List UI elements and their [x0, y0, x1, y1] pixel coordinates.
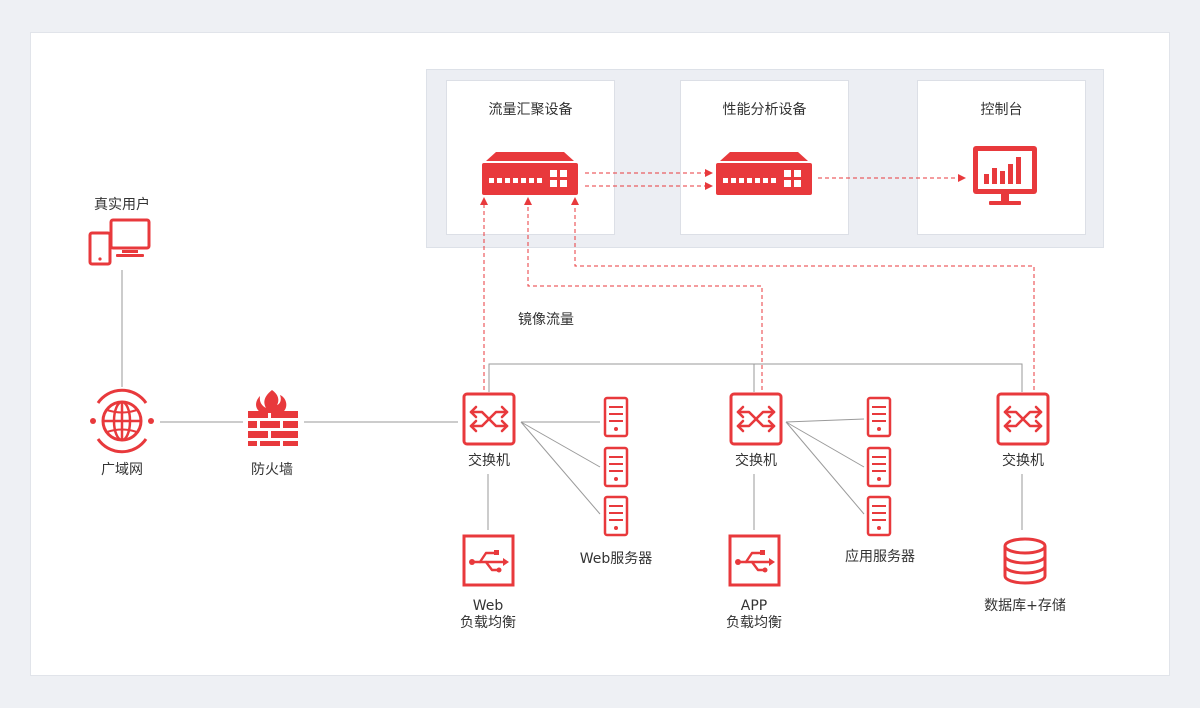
switch1-server3-link	[520, 421, 601, 515]
server-icon	[603, 396, 629, 438]
mirror-traffic-lines	[480, 169, 1035, 390]
console-monitor-icon	[973, 146, 1037, 205]
switch-trunk-link	[488, 363, 1023, 392]
app-lb-label-line2: 负载均衡	[726, 615, 782, 631]
server-icon	[866, 396, 892, 438]
web-lb-label-line1: Web	[472, 598, 504, 614]
wan-label: 广域网	[101, 462, 143, 478]
db-label: 数据库+存储	[984, 598, 1066, 614]
switch-label-2: 交换机	[735, 453, 777, 469]
switch-icon-3	[996, 392, 1050, 446]
aggregator-title: 流量汇聚设备	[488, 102, 573, 118]
aggregator-device-icon	[482, 152, 578, 195]
mirror-line-2	[524, 197, 763, 390]
web-server-icons	[603, 396, 629, 537]
switch2-server1-link	[785, 418, 865, 423]
web-lb-label-line2: 负载均衡	[460, 615, 516, 631]
switch2-server2-link	[785, 421, 865, 468]
firewall-label: 防火墙	[251, 462, 293, 478]
analyzer-title: 性能分析设备	[722, 102, 807, 118]
switch-label-3: 交换机	[1002, 453, 1044, 469]
firewall-icon	[248, 390, 298, 446]
user-devices-icon	[88, 218, 151, 266]
app-lb-label-line1: APP	[740, 598, 768, 614]
server-icon	[603, 446, 629, 488]
user-label: 真实用户	[94, 197, 150, 213]
server-icon	[866, 446, 892, 488]
switch1-server2-link	[520, 421, 601, 468]
app-servers-label: 应用服务器	[845, 549, 915, 565]
network-links	[121, 270, 1023, 530]
wan-globe-icon	[90, 388, 154, 454]
server-icon	[866, 495, 892, 537]
switch2-server3-link	[785, 421, 865, 515]
console-title: 控制台	[980, 102, 1023, 118]
mirror-line-3	[571, 197, 1035, 390]
web-load-balancer-icon	[462, 534, 515, 587]
analyzer-device-icon	[716, 152, 812, 195]
server-icon	[603, 495, 629, 537]
app-server-icons	[866, 396, 892, 537]
switch-icon-2	[729, 392, 783, 446]
switch-label-1: 交换机	[468, 453, 510, 469]
app-load-balancer-icon	[728, 534, 781, 587]
database-icon	[1003, 537, 1047, 585]
switch-icon-1	[462, 392, 516, 446]
mirror-traffic-label: 镜像流量	[518, 312, 574, 328]
web-servers-label: Web服务器	[579, 551, 653, 567]
